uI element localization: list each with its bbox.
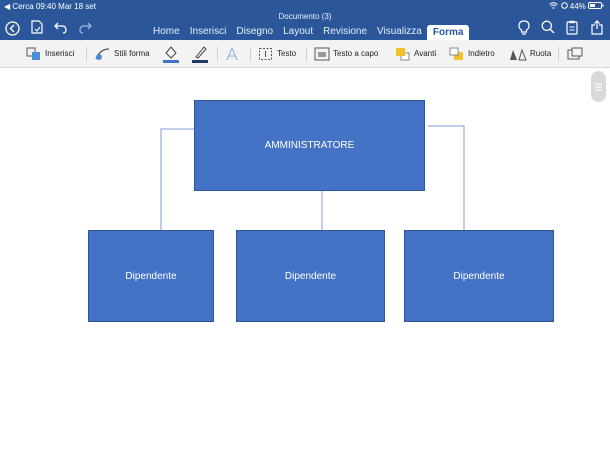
wifi-icon [549, 2, 560, 11]
pen-icon [192, 45, 208, 63]
alt-text-button[interactable] [567, 40, 586, 67]
insert-shape-label: Inserisci [45, 49, 75, 58]
battery-icon [588, 2, 604, 11]
status-bar-left: ◀ Cerca 09:40 Mar 18 set [4, 2, 96, 11]
wrap-text-icon [314, 47, 330, 60]
ribbon-divider [217, 47, 218, 61]
search-icon[interactable] [541, 20, 555, 39]
shape-outline-button[interactable] [191, 40, 212, 67]
org-chart-root-box[interactable]: AMMINISTRATORE [194, 100, 425, 191]
org-chart-child-box[interactable]: Dipendente [404, 230, 554, 322]
ribbon-divider [250, 47, 251, 61]
tab-disegno[interactable]: Disegno [236, 26, 274, 37]
text-effects-icon [226, 46, 238, 60]
wrap-text-button[interactable]: Testo a capo [314, 40, 378, 67]
bring-forward-icon [396, 47, 410, 60]
send-backward-label: Indietro [468, 49, 495, 58]
status-bar-right: 44% [549, 2, 604, 11]
text-box-label: Testo [277, 49, 297, 58]
send-backward-icon [449, 47, 463, 60]
document-title[interactable]: Documento (3) [278, 12, 332, 21]
connector-left [160, 128, 194, 230]
redo-icon[interactable] [78, 21, 92, 39]
child-box-label: Dipendente [125, 270, 177, 282]
rotate-button[interactable]: Ruota [509, 40, 551, 67]
wrap-text-label: Testo a capo [333, 49, 379, 58]
text-box-button[interactable]: Testo [258, 40, 296, 67]
send-backward-button[interactable]: Indietro [449, 40, 495, 67]
insert-shape-button[interactable]: Inserisci [26, 40, 74, 67]
alarm-icon [560, 2, 570, 11]
back-icon[interactable] [5, 21, 20, 41]
ribbon-toolbar: Inserisci Stili forma Testo Testo a capo… [0, 40, 610, 68]
app-header: ◀ Cerca 09:40 Mar 18 set 44% Documento (… [0, 0, 610, 42]
connector-lines [160, 125, 465, 230]
save-icon[interactable] [30, 20, 44, 40]
text-box-icon [259, 47, 272, 60]
bring-forward-button[interactable]: Avanti [395, 40, 436, 67]
child-box-label: Dipendente [453, 270, 505, 282]
shape-styles-label: Stili forma [114, 49, 150, 58]
grip-icon [595, 83, 602, 91]
shape-styles-icon [95, 47, 110, 60]
alt-text-icon [567, 47, 583, 59]
shape-styles-button[interactable]: Stili forma [94, 40, 150, 67]
tab-inserisci[interactable]: Inserisci [189, 26, 227, 37]
tab-home[interactable]: Home [153, 26, 180, 37]
rotate-icon [510, 47, 527, 60]
ribbon-divider [86, 47, 87, 61]
root-box-label: AMMINISTRATORE [264, 140, 355, 151]
child-box-label: Dipendente [284, 270, 337, 282]
clipboard-icon[interactable] [566, 20, 578, 40]
tab-visualizza[interactable]: Visualizza [377, 26, 422, 37]
undo-icon[interactable] [54, 21, 68, 39]
battery-percent: 44% [569, 2, 586, 11]
text-effects-button[interactable] [225, 40, 242, 67]
rotate-label: Ruota [530, 49, 552, 58]
connector-right [428, 125, 465, 230]
scroll-handle[interactable] [591, 71, 606, 102]
shape-fill-button[interactable] [162, 40, 183, 67]
ribbon-tabs: Home Inserisci Disegno Layout Revisione … [148, 25, 470, 42]
tab-revisione[interactable]: Revisione [323, 26, 368, 37]
lightbulb-icon[interactable] [518, 20, 530, 40]
document-canvas[interactable]: AMMINISTRATORE Dipendente Dipendente Dip… [0, 68, 610, 457]
tab-layout[interactable]: Layout [283, 26, 314, 37]
shapes-icon [26, 47, 40, 60]
org-chart-child-box[interactable]: Dipendente [236, 230, 385, 322]
paint-bucket-icon [163, 45, 179, 63]
ribbon-divider [558, 47, 559, 61]
share-icon[interactable] [590, 20, 604, 40]
org-chart-child-box[interactable]: Dipendente [88, 230, 214, 322]
bring-forward-label: Avanti [414, 49, 437, 58]
ribbon-divider [306, 47, 307, 61]
